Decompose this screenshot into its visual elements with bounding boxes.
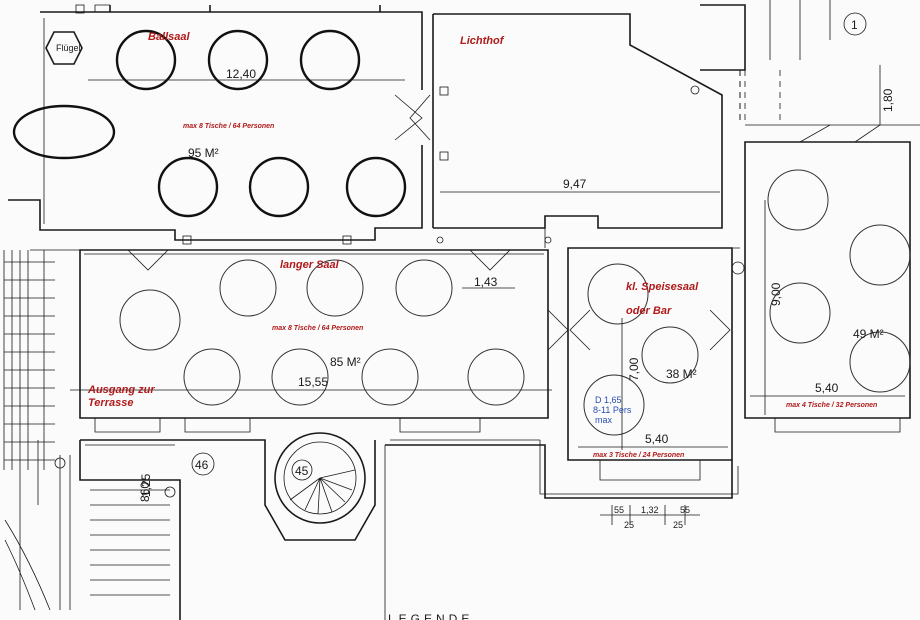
oval-table <box>12 104 116 160</box>
right-room-area: 49 M² <box>853 327 884 341</box>
speisesaal-label-2: oder Bar <box>626 305 672 317</box>
ballsaal-area: 95 M² <box>188 146 219 160</box>
terrace-grid <box>3 250 55 470</box>
lichthof-walls <box>432 13 723 229</box>
window-niches <box>94 418 901 481</box>
ballsaal-walls <box>8 4 423 241</box>
table <box>157 156 219 218</box>
dim-125: 1,25 <box>139 473 153 497</box>
table <box>345 156 407 218</box>
right-room-height: 9,00 <box>769 282 783 306</box>
langer-saal-capacity: max 8 Tische / 64 Personen <box>272 325 363 332</box>
speisesaal-area: 38 M² <box>666 367 697 381</box>
dimension-lines <box>37 65 905 525</box>
dim-25b: 25 <box>673 520 683 530</box>
table <box>395 259 453 317</box>
right-room-tables <box>767 169 911 393</box>
ballsaal-capacity: max 8 Tische / 64 Personen <box>183 123 274 130</box>
door-swings <box>127 94 731 351</box>
stair-left-bottom <box>4 489 170 611</box>
table <box>467 348 525 406</box>
dim-55a: 55 <box>614 505 624 515</box>
table <box>207 29 269 91</box>
langer-saal-tables <box>119 259 525 406</box>
columns <box>54 4 745 498</box>
dim-860: 860 <box>138 482 152 502</box>
right-room-walls <box>744 124 920 419</box>
table-note-1: D 1,65 <box>595 395 622 405</box>
speisesaal-capacity: max 3 Tische / 24 Personen <box>593 452 684 459</box>
table-note-3: max <box>595 415 613 425</box>
langer-saal-label: langer Saal <box>280 259 340 271</box>
spiral-stair <box>274 432 366 524</box>
dim-55b: 55 <box>680 505 690 515</box>
fluegel-piano <box>45 31 83 65</box>
table <box>248 156 310 218</box>
speisesaal-tables <box>583 263 699 436</box>
table <box>849 331 911 393</box>
table <box>219 259 277 317</box>
table-note-2: 8-11 Pers <box>593 405 632 415</box>
table <box>119 289 181 351</box>
right-room-width: 5,40 <box>815 381 839 395</box>
terrasse-label-1: Ausgang zur <box>87 384 155 396</box>
ballsaal-label: Ballsaal <box>148 31 191 43</box>
table <box>583 374 645 436</box>
fluegel-label: Flügel <box>56 43 81 53</box>
langer-saal-walls <box>30 249 549 419</box>
lichthof-label: Lichthof <box>460 35 505 47</box>
marker-45: 45 <box>295 464 309 478</box>
langer-saal-small-dimension: 1,43 <box>474 275 498 289</box>
speisesaal-walls <box>544 228 740 461</box>
legend-label: LEGENDE <box>388 612 473 620</box>
table <box>271 348 329 406</box>
table <box>299 29 361 91</box>
marker-1: 1 <box>851 18 858 32</box>
terrasse-label-2: Terrasse <box>88 397 133 409</box>
table <box>306 259 364 317</box>
ballsaal-tables <box>12 29 407 218</box>
table <box>183 348 241 406</box>
speisesaal-width: 5,40 <box>645 432 669 446</box>
langer-saal-area: 85 M² <box>330 355 361 369</box>
table <box>587 263 649 325</box>
langer-saal-dimension: 15,55 <box>298 375 328 389</box>
ballsaal-dimension: 12,40 <box>226 67 256 81</box>
table <box>849 224 911 286</box>
right-room-top-dimension: 1,80 <box>881 88 895 112</box>
lichthof-dimension: 9,47 <box>563 177 587 191</box>
right-room-capacity: max 4 Tische / 32 Personen <box>786 402 877 409</box>
table <box>361 348 419 406</box>
dim-25a: 25 <box>624 520 634 530</box>
speisesaal-height: 7,00 <box>627 357 641 381</box>
top-right-structure <box>700 0 867 125</box>
dim-132: 1,32 <box>641 505 659 515</box>
marker-46: 46 <box>195 458 209 472</box>
table <box>115 29 177 91</box>
table <box>641 326 699 384</box>
speisesaal-label-1: kl. Speisesaal <box>626 281 699 293</box>
bottom-outline <box>19 250 739 620</box>
table <box>767 169 829 231</box>
table <box>769 282 831 344</box>
